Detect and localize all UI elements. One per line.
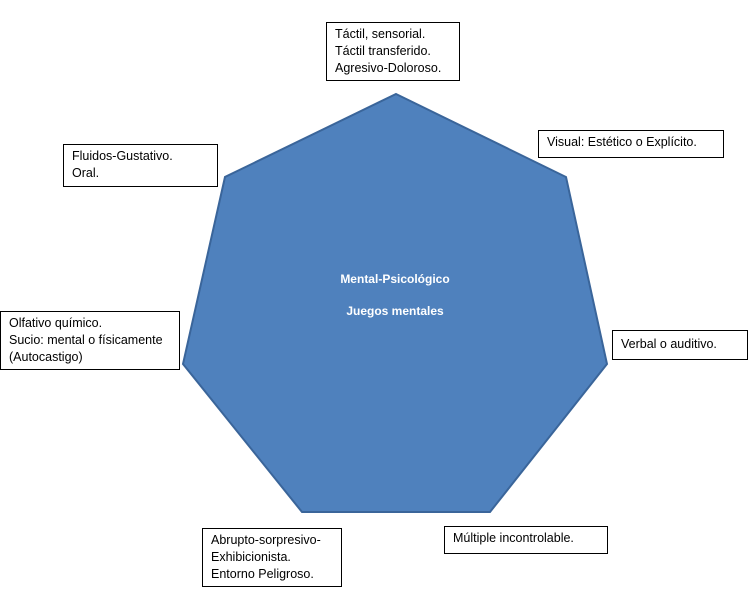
center-title: Mental-Psicológico bbox=[340, 272, 450, 286]
verbal-line-1: Verbal o auditivo. bbox=[621, 337, 717, 351]
fluidos-line-1: Fluidos-Gustativo. bbox=[72, 149, 173, 163]
mental-psicologico-heptagon bbox=[181, 92, 609, 513]
label-multiple: Múltiple incontrolable. bbox=[444, 526, 608, 554]
visual-line-1: Visual: Estético o Explícito. bbox=[547, 135, 697, 149]
label-verbal: Verbal o auditivo. bbox=[612, 330, 748, 360]
abrupto-line-1: Abrupto-sorpresivo- bbox=[211, 533, 321, 547]
abrupto-line-3: Entorno Peligroso. bbox=[211, 567, 314, 581]
label-olfativo: Olfativo químico. Sucio: mental o física… bbox=[0, 311, 180, 370]
label-tactil: Táctil, sensorial. Táctil transferido. A… bbox=[326, 22, 460, 81]
center-subtitle: Juegos mentales bbox=[346, 304, 444, 318]
multiple-line-1: Múltiple incontrolable. bbox=[453, 531, 574, 545]
label-visual: Visual: Estético o Explícito. bbox=[538, 130, 724, 158]
olfativo-line-1: Olfativo químico. bbox=[9, 316, 103, 330]
tactil-line-1: Táctil, sensorial. bbox=[335, 27, 426, 41]
olfativo-line-2: Sucio: mental o físicamente bbox=[9, 333, 163, 347]
fluidos-line-2: Oral. bbox=[72, 166, 100, 180]
abrupto-line-2: Exhibicionista. bbox=[211, 550, 291, 564]
tactil-line-3: Agresivo-Doloroso. bbox=[335, 61, 442, 75]
olfativo-line-3: (Autocastigo) bbox=[9, 350, 83, 364]
label-fluidos: Fluidos-Gustativo. Oral. bbox=[63, 144, 218, 187]
label-abrupto: Abrupto-sorpresivo- Exhibicionista. Ento… bbox=[202, 528, 342, 587]
tactil-line-2: Táctil transferido. bbox=[335, 44, 431, 58]
